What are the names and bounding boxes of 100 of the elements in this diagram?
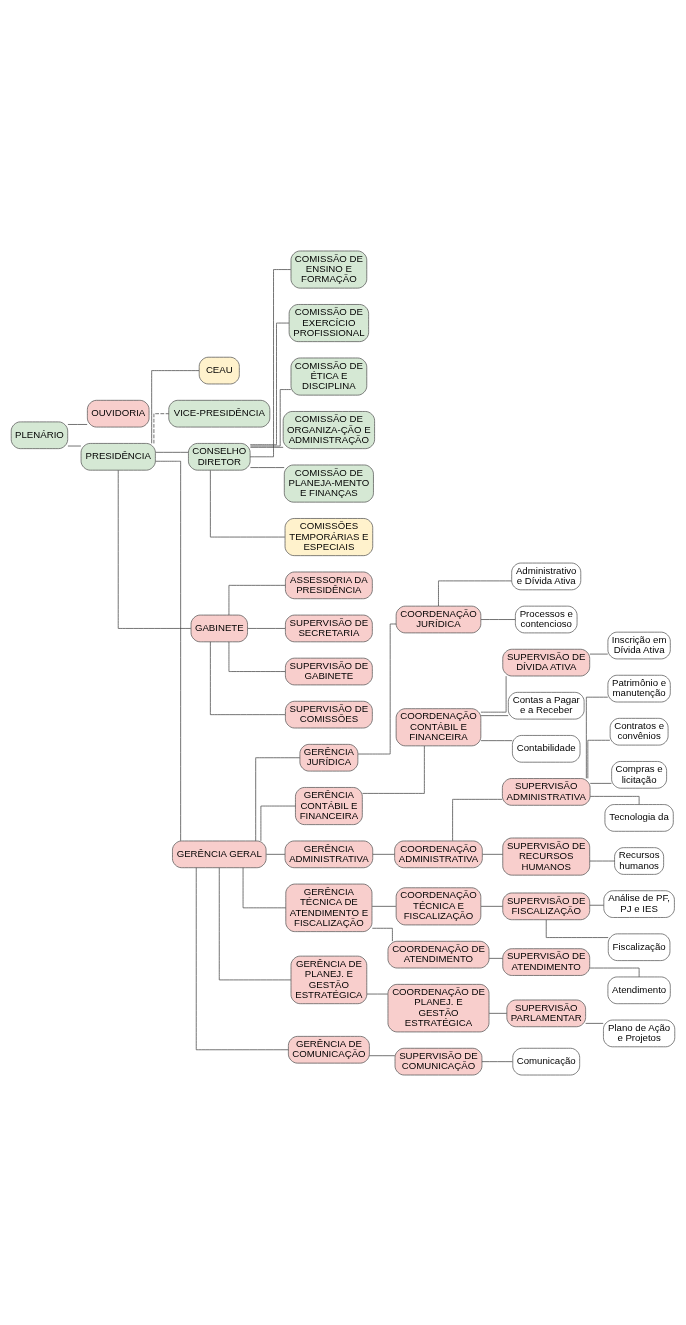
- connector: [589, 967, 640, 977]
- node-box: Plano de Ação e Projetos: [603, 1019, 676, 1047]
- connector: [366, 993, 389, 994]
- node-box: COORDENAÇÃO CONTÁBIL E FINANCEIRA: [395, 707, 482, 746]
- connector: [589, 782, 612, 784]
- connector: [255, 756, 301, 841]
- connector: [218, 866, 292, 980]
- node-box: COORDENAÇÃO ADMINISTRATIVA: [394, 840, 483, 868]
- connector: [438, 580, 512, 606]
- connector: [250, 446, 284, 448]
- connector: [488, 957, 503, 959]
- connector: [67, 423, 88, 425]
- connector: [250, 388, 292, 446]
- connector: [589, 795, 640, 805]
- connector: [371, 905, 397, 907]
- node-box: GERÊNCIA JURÍDICA: [299, 743, 359, 771]
- connector: [585, 1022, 604, 1024]
- node-box: GERÊNCIA ADMINISTRATIVA: [284, 840, 374, 868]
- node-box: SUPERVISÃO ADMINISTRATIVA: [502, 777, 591, 806]
- node-box: Contratos e convênios: [609, 717, 669, 745]
- connector: [266, 853, 286, 855]
- node-box: SUPERVISÃO DE GABINETE: [285, 657, 373, 685]
- connector: [117, 469, 192, 629]
- node-box: OUVIDORIA: [87, 399, 150, 427]
- node-box: Análise de PF, PJ e IES: [603, 889, 675, 918]
- connector: [589, 860, 615, 861]
- node-box: SUPERVISÃO DE RECURSOS HUMANOS: [502, 837, 591, 875]
- node-box: SUPERVISÃO DE COMUNICAÇÃO: [394, 1047, 483, 1075]
- connector: [242, 866, 287, 908]
- connector: [210, 641, 286, 715]
- connector: [589, 653, 609, 654]
- connector: [362, 745, 425, 794]
- node-box: COORDENAÇÃO DE PLANEJ. E GESTÃO ESTRATÉGICA: [387, 983, 490, 1032]
- connector: [155, 460, 181, 841]
- connector: [249, 322, 290, 445]
- node-box: COMISSÃO DE ÉTICA E DISCIPLINA: [290, 357, 368, 395]
- node-box: CONSELHO DIRETOR: [188, 442, 251, 471]
- node-box: Compras e licitação: [611, 760, 667, 789]
- node-box: Inscrição em Dívida Ativa: [607, 631, 671, 659]
- connector: [155, 451, 189, 453]
- node-box: SUPERVISÃO DE COMISSÕES: [285, 700, 373, 728]
- node-box: GERÊNCIA TÉCNICA DE ATENDIMENTO E FISCALIZAÇÃO: [285, 883, 373, 932]
- node-box: SUPERVISÃO PARLAMENTAR: [506, 999, 586, 1027]
- node-box: COORDENAÇÃO JURÍDICA: [395, 605, 482, 633]
- connector: [210, 469, 286, 537]
- node-box: COMISSÃO DE ORGANIZA-ÇÃO E ADMINISTRAÇÃO: [282, 410, 375, 449]
- connector: [480, 618, 516, 620]
- connector: [480, 714, 509, 716]
- node-box: SUPERVISÃO DE ATENDIMENTO: [502, 947, 591, 976]
- connector: [250, 466, 285, 468]
- node-box: Processos e contencioso: [515, 605, 578, 633]
- connector: [249, 268, 292, 457]
- connector: [480, 905, 503, 907]
- node-box: VICE-PRESIDÊNCIA: [168, 399, 271, 427]
- connector: [452, 798, 503, 841]
- node-box: Atendimento: [607, 976, 671, 1004]
- node-box: Contas a Pagar e a Receber: [507, 691, 585, 719]
- connector: [488, 1012, 508, 1014]
- node-box: Fiscalização: [607, 933, 671, 961]
- connector: [371, 927, 393, 941]
- node-box: COORDENAÇÃO DE ATENDIMENTO: [387, 940, 490, 968]
- connector: [260, 805, 296, 841]
- node-box: PLENÁRIO: [10, 421, 69, 449]
- node-box: COORDENAÇÃO TÉCNICA E FISCALIZAÇÃO: [395, 886, 482, 925]
- connector: [480, 675, 507, 713]
- node-box: PRESIDÊNCIA: [80, 442, 156, 471]
- node-box: SUPERVISÃO DE FISCALIZAÇÃO: [502, 892, 591, 920]
- node-box: COMISSÃO DE ENSINO E FORMAÇÃO: [290, 250, 368, 288]
- node-box: Comunicação: [512, 1047, 581, 1075]
- connector: [481, 1060, 513, 1062]
- connector: [228, 584, 286, 615]
- node-box: GABINETE: [190, 614, 248, 642]
- node-box: Recursos humanos: [614, 846, 664, 875]
- node-box: SUPERVISÃO DE SECRETARIA: [285, 614, 373, 642]
- node-box: GERÊNCIA CONTÁBIL E FINANCEIRA: [295, 786, 363, 825]
- connector: [247, 627, 286, 629]
- connector: [589, 904, 605, 906]
- connector: [151, 369, 200, 444]
- node-box: Contabilidade: [512, 734, 581, 763]
- connector: [369, 1054, 396, 1056]
- node-box: SUPERVISÃO DE DÍVIDA ATIVA: [502, 648, 591, 676]
- node-box: ASSESSORIA DA PRESIDÊNCIA: [285, 571, 373, 599]
- connector: [228, 641, 286, 672]
- node-box: GERÊNCIA DE PLANEJ. E GESTÃO ESTRATÉGICA: [290, 955, 368, 1004]
- connector: [357, 623, 397, 754]
- node-box: Administrativo e Dívida Ativa: [511, 562, 582, 590]
- connector: [195, 866, 289, 1050]
- connector: [587, 739, 611, 779]
- connector: [545, 918, 609, 938]
- connector: [372, 853, 395, 855]
- node-box: COMISSÃO DE PLANEJA-MENTO E FINANÇAS: [283, 464, 374, 502]
- node-box: CEAU: [198, 356, 240, 384]
- node-box: COMISSÃO DE EXERCÍCIO PROFISSIONAL: [288, 303, 369, 342]
- node-box: GERÊNCIA DE COMUNICAÇÃO: [288, 1035, 370, 1063]
- node-box: Patrimônio e manutenção: [607, 674, 671, 702]
- node-box: GERÊNCIA GERAL: [172, 840, 267, 868]
- node-box: COMISSÕES TEMPORÁRIAS E ESPECIAIS: [284, 517, 374, 556]
- connector: [482, 853, 504, 855]
- node-box: Tecnologia da: [604, 803, 674, 832]
- connector: [480, 739, 513, 741]
